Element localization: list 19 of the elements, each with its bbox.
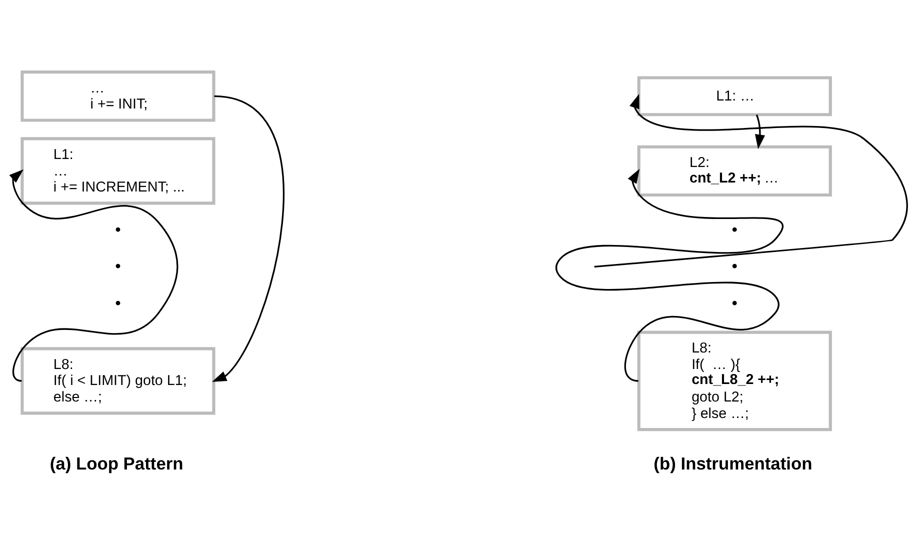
arrow [212, 94, 284, 382]
arrow [556, 168, 782, 382]
arrow [754, 114, 766, 149]
node-box: L1: … i += INCREMENT; ... [20, 136, 216, 204]
label: • [115, 294, 121, 312]
arrow [9, 168, 178, 382]
arrow [594, 93, 908, 268]
node-box: L1: … [637, 76, 832, 116]
label: • [732, 294, 738, 312]
label: • [115, 257, 121, 276]
node-box: L8: If( i < LIMIT) goto L1; else …; [20, 346, 216, 414]
label: (a) Loop Pattern [50, 453, 184, 474]
label: • [732, 257, 738, 276]
node-box: L2: cnt_L2 ++; … [637, 144, 832, 196]
node-box: … i += INIT; [20, 70, 216, 122]
label: • [115, 220, 121, 238]
label: • [732, 220, 738, 238]
node-box: L8: If( … ){ cnt_L8_2 ++; goto L2; } else …; [637, 330, 832, 431]
label: (b) Instrumentation [654, 453, 812, 474]
